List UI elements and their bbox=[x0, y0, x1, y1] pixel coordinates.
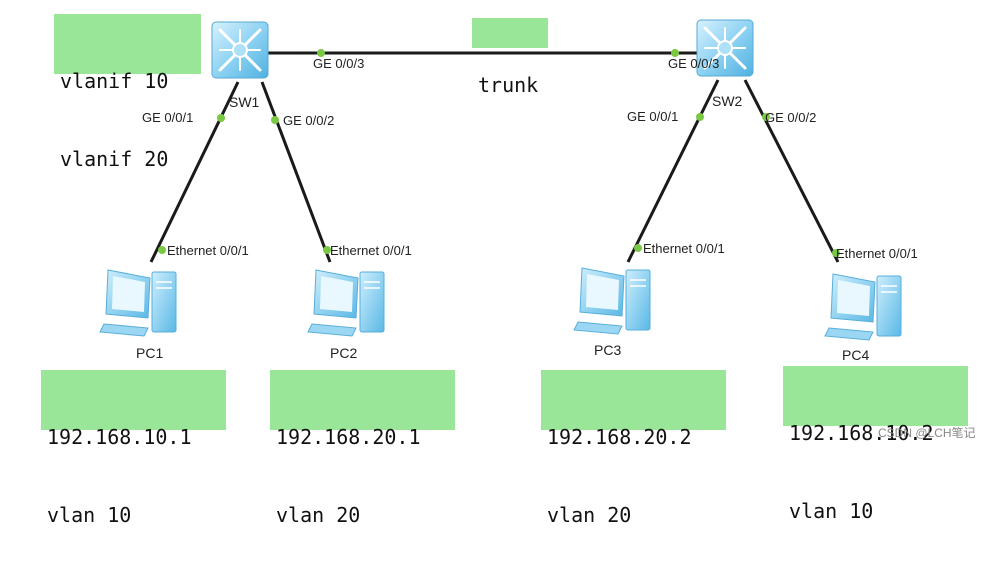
port-dot-sw2-pc3 bbox=[696, 113, 704, 121]
note-trunk: trunk bbox=[472, 18, 548, 97]
port-label-sw2-pc3: GE 0/0/1 bbox=[627, 109, 679, 124]
port-dot-pc3 bbox=[634, 244, 642, 252]
device-label-pc1: PC1 bbox=[136, 345, 164, 361]
port-label-pc1-eth: Ethernet 0/0/1 bbox=[167, 243, 249, 258]
device-label-pc4: PC4 bbox=[842, 347, 870, 363]
pc3-icon[interactable] bbox=[573, 267, 651, 335]
note-pc4: 192.168.10.2 vlan 10 bbox=[783, 366, 968, 523]
link-sw2-pc3 bbox=[626, 79, 720, 263]
device-label-pc3: PC3 bbox=[594, 342, 622, 358]
port-dot-pc2 bbox=[323, 246, 331, 254]
port-label-sw1-uplink: GE 0/0/3 bbox=[313, 56, 365, 71]
port-dot-sw1-pc2 bbox=[271, 116, 279, 124]
port-dot-sw2-pc4 bbox=[762, 113, 770, 121]
topology-diagram: vlanif 10 vlanif 20 trunk 192.168.10.1 v… bbox=[41, 14, 976, 527]
link-sw1-pc1 bbox=[149, 81, 240, 263]
device-label-sw2: SW2 bbox=[712, 93, 743, 109]
note-pc3-vlan: vlan 20 bbox=[547, 503, 632, 527]
pc2-icon[interactable] bbox=[307, 269, 385, 337]
note-pc4-vlan: vlan 10 bbox=[789, 499, 874, 523]
note-pc4-ip: 192.168.10.2 bbox=[789, 421, 934, 445]
port-label-sw1-pc2: GE 0/0/2 bbox=[283, 113, 335, 128]
topology-canvas bbox=[99, 18, 902, 341]
note-pc2: 192.168.20.1 vlan 20 bbox=[270, 370, 455, 527]
note-pc1-ip: 192.168.10.1 bbox=[47, 425, 192, 449]
note-sw1-line-1: vlanif 10 bbox=[60, 69, 169, 93]
port-dot-pc4 bbox=[832, 249, 840, 257]
note-sw1-line-2: vlanif 20 bbox=[60, 147, 169, 171]
note-pc1: 192.168.10.1 vlan 10 bbox=[41, 370, 226, 527]
switch-sw1-icon[interactable] bbox=[210, 20, 270, 80]
port-label-sw1-pc1: GE 0/0/1 bbox=[142, 110, 194, 125]
note-sw1-vlanif: vlanif 10 vlanif 20 bbox=[54, 14, 201, 171]
port-dot-sw1-pc1 bbox=[217, 114, 225, 122]
pc1-icon[interactable] bbox=[99, 269, 177, 337]
watermark: CSDN @LCH笔记 bbox=[878, 426, 976, 440]
note-pc2-ip: 192.168.20.1 bbox=[276, 425, 421, 449]
port-dot-sw1-uplink bbox=[317, 49, 325, 57]
link-sw1-pc2 bbox=[260, 81, 332, 263]
note-trunk-text: trunk bbox=[478, 73, 539, 97]
device-label-pc2: PC2 bbox=[330, 345, 358, 361]
note-pc1-vlan: vlan 10 bbox=[47, 503, 132, 527]
port-label-pc3-eth: Ethernet 0/0/1 bbox=[643, 241, 725, 256]
note-pc3-ip: 192.168.20.2 bbox=[547, 425, 692, 449]
port-label-sw2-pc4: GE 0/0/2 bbox=[765, 110, 817, 125]
pc4-icon[interactable] bbox=[824, 273, 902, 341]
note-pc2-vlan: vlan 20 bbox=[276, 503, 361, 527]
link-sw2-pc4 bbox=[743, 79, 840, 263]
port-label-sw2-uplink: GE 0/0/3 bbox=[668, 56, 720, 71]
port-dot-pc1 bbox=[158, 246, 166, 254]
note-pc3: 192.168.20.2 vlan 20 bbox=[541, 370, 726, 527]
device-label-sw1: SW1 bbox=[229, 94, 260, 110]
port-label-pc4-eth: Ethernet 0/0/1 bbox=[836, 246, 918, 261]
port-dot-sw2-uplink bbox=[671, 49, 679, 57]
port-label-pc2-eth: Ethernet 0/0/1 bbox=[330, 243, 412, 258]
